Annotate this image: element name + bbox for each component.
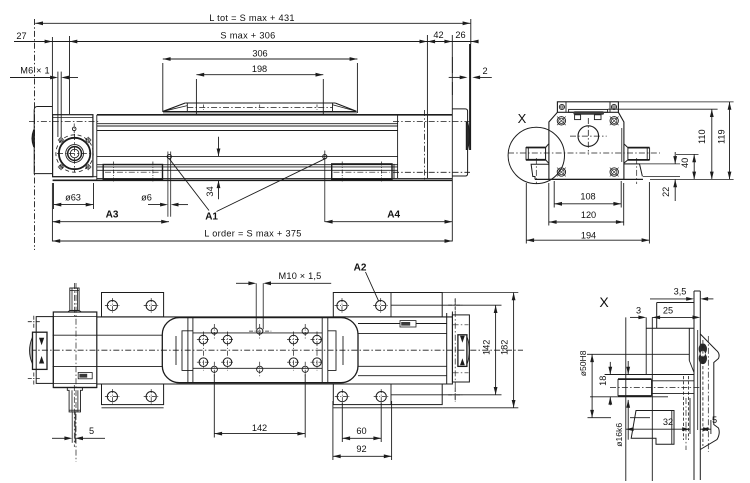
- svg-text:34: 34: [205, 186, 215, 196]
- svg-text:A2: A2: [354, 263, 367, 274]
- svg-text:27: 27: [16, 31, 26, 41]
- svg-text:X: X: [599, 294, 609, 310]
- svg-text:5: 5: [712, 415, 717, 425]
- svg-text:142: 142: [482, 340, 492, 355]
- svg-text:5: 5: [89, 426, 94, 436]
- svg-text:3: 3: [636, 305, 641, 315]
- svg-text:ø50H8: ø50H8: [578, 350, 588, 376]
- svg-text:A1: A1: [205, 211, 218, 222]
- svg-text:198: 198: [252, 64, 267, 74]
- svg-text:92: 92: [356, 444, 366, 454]
- svg-text:ø6: ø6: [141, 193, 152, 203]
- svg-text:25: 25: [663, 305, 673, 315]
- svg-text:22: 22: [661, 187, 671, 197]
- svg-text:110: 110: [697, 129, 707, 144]
- svg-text:3,5: 3,5: [674, 287, 687, 297]
- svg-text:A4: A4: [387, 210, 400, 221]
- svg-text:108: 108: [580, 192, 595, 202]
- svg-text:306: 306: [252, 49, 267, 59]
- svg-text:M10 × 1,5: M10 × 1,5: [279, 271, 322, 281]
- svg-text:194: 194: [581, 230, 596, 240]
- svg-text:32: 32: [663, 417, 673, 427]
- svg-text:120: 120: [581, 210, 596, 220]
- svg-text:18: 18: [598, 376, 608, 386]
- svg-text:S max + 306: S max + 306: [220, 31, 275, 41]
- svg-text:26: 26: [455, 30, 465, 40]
- svg-text:M6 × 1: M6 × 1: [20, 66, 50, 76]
- svg-text:L tot = S max + 431: L tot = S max + 431: [209, 13, 295, 23]
- svg-text:L order = S max + 375: L order = S max + 375: [204, 229, 301, 239]
- svg-text:40: 40: [680, 158, 690, 168]
- svg-text:X: X: [518, 111, 527, 126]
- svg-text:142: 142: [252, 423, 267, 433]
- svg-text:A3: A3: [106, 210, 119, 221]
- svg-text:119: 119: [717, 129, 727, 144]
- svg-text:182: 182: [499, 340, 509, 355]
- svg-text:60: 60: [356, 426, 366, 436]
- svg-text:ø63: ø63: [65, 193, 81, 203]
- svg-text:2: 2: [482, 66, 487, 76]
- svg-text:ø16k6: ø16k6: [614, 423, 624, 447]
- svg-text:42: 42: [433, 30, 443, 40]
